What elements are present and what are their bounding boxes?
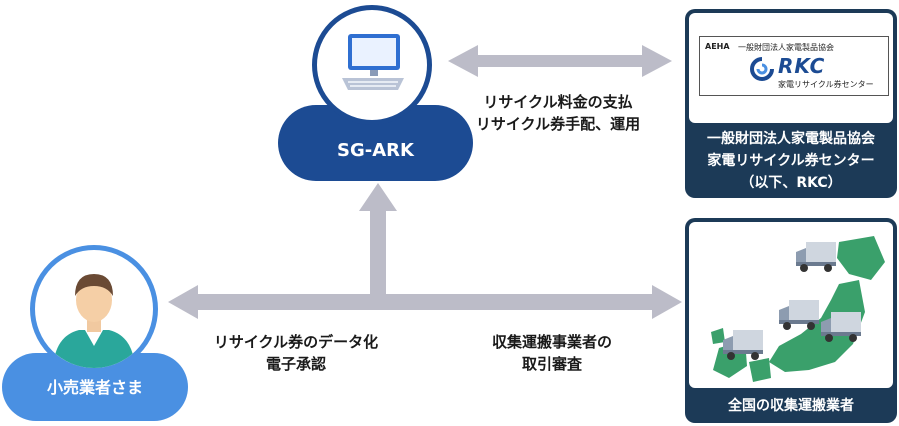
edge-label-sgark-rkc-line-2: リサイクル券手配、運用 [475,115,641,133]
computer-icon [342,34,404,90]
rkc-caption-line-2: 家電リサイクル券センター [707,153,875,169]
rkc-card: AEHA 一般財団法人家電製品協会 RKC 家電リサイクル券センター 一般財団法… [685,9,897,198]
arrow-retailer-collectors [168,285,682,319]
truck-icon [779,300,819,330]
person-icon [53,274,135,368]
rkc-logo-box: AEHA 一般財団法人家電製品協会 RKC 家電リサイクル券センター [699,36,889,96]
retailer-node: 小売業者さま [2,245,188,423]
arrow-up-to-sgark [359,183,397,296]
edge-label-sgark-rkc-line-1: リサイクル料金の支払 [483,93,633,111]
rkc-logo-mark: RKC [778,54,826,78]
retailer-label: 小売業者さま [46,378,143,397]
edge-label-retailer-line-2: 電子承認 [265,355,326,373]
arrow-sgark-rkc [448,45,672,77]
edge-label-collectors-line-2: 取引審査 [521,355,582,373]
collectors-label: 全国の収集運搬業者 [728,398,854,414]
edge-label-collectors-line-1: 収集運搬事業者の [491,333,612,351]
edge-label-retailer-line-1: リサイクル券のデータ化 [213,333,379,351]
rkc-caption-line-3: （以下、RKC） [740,175,842,191]
truck-icon [796,242,836,272]
truck-icon [821,312,861,342]
rkc-logo-panel: AEHA 一般財団法人家電製品協会 RKC 家電リサイクル券センター [689,13,893,123]
rkc-logo-center-name: 家電リサイクル券センター [778,80,874,89]
collectors-map-panel [689,222,893,388]
sg-ark-node: SG-ARK [278,5,473,182]
retailer-circle [30,245,158,373]
rkc-logo-org-name: 一般財団法人家電製品協会 [738,43,834,52]
rkc-caption-line-1: 一般財団法人家電製品協会 [707,131,875,147]
rkc-swirl-icon [750,57,774,81]
sg-ark-label: SG-ARK [337,140,414,161]
sg-ark-circle [312,5,432,125]
truck-icon [723,330,763,360]
aeha-mark: AEHA [705,42,730,51]
collectors-card: 全国の収集運搬業者 [685,218,897,423]
